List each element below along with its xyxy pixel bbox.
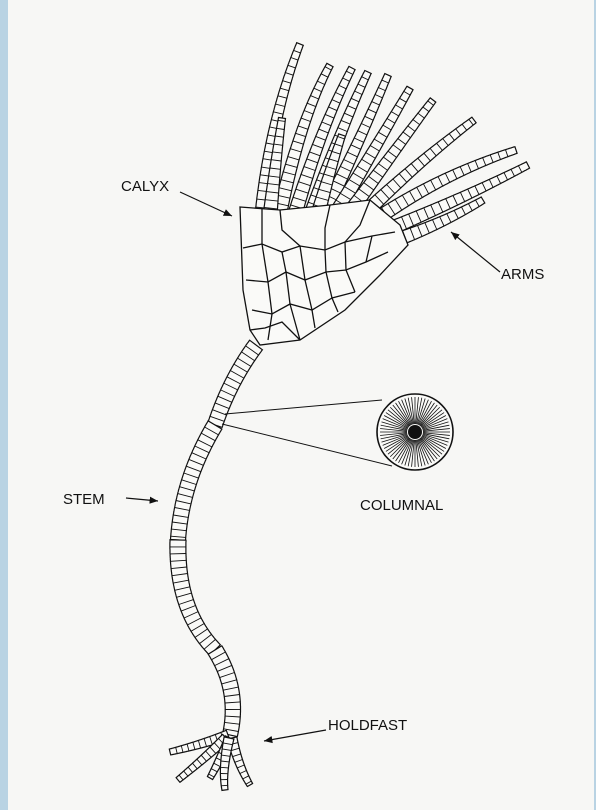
crinoid-calyx bbox=[240, 200, 408, 345]
columnal-cross-section bbox=[222, 394, 453, 470]
crinoid-stem bbox=[169, 340, 262, 790]
label-stem: STEM bbox=[63, 491, 105, 508]
calyx-arrow bbox=[180, 192, 232, 216]
stem-arrow bbox=[126, 498, 158, 501]
arms-arrow bbox=[451, 232, 500, 272]
crinoid-diagram: CALYX ARMS STEM COLUMNAL HOLDFAST bbox=[8, 0, 594, 810]
label-calyx: CALYX bbox=[121, 178, 169, 195]
holdfast-arrow bbox=[264, 730, 326, 741]
diagram-frame: CALYX ARMS STEM COLUMNAL HOLDFAST bbox=[8, 0, 594, 810]
label-columnal: COLUMNAL bbox=[360, 497, 443, 514]
label-arms: ARMS bbox=[501, 266, 544, 283]
label-holdfast: HOLDFAST bbox=[328, 717, 407, 734]
